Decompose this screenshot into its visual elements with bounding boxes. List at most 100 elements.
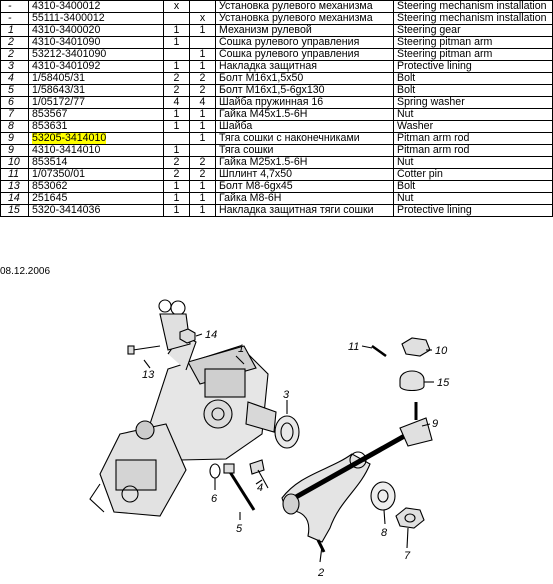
cell-en: Pitman arm rod [393,132,553,145]
cell-q2: 1 [189,120,216,133]
cell-q1: 1 [163,180,190,193]
cell-en: Cotter pin [393,168,553,181]
cell-ru: Сошка рулевого управления [215,36,394,49]
cell-q2: 1 [189,48,216,61]
callout-11: 11 [348,341,359,353]
cell-q1: 1 [163,36,190,49]
cell-code: 4310-3400020 [28,24,164,37]
nut-7-illustration [395,507,425,529]
cell-en: Nut [393,108,553,121]
cell-ru: Шайба [215,120,394,133]
cell-pos: 6 [0,96,29,109]
cell-q1: 1 [163,204,190,217]
cell-code: 853062 [28,180,164,193]
document-date: 08.12.2006 [0,266,51,277]
callout-4: 4 [257,482,263,494]
cell-pos: 13 [0,180,29,193]
assembly-drawing: 1 2 3 4 5 6 7 8 9 10 11 13 14 15 [89,299,450,579]
cell-en: Nut [393,156,553,169]
cell-ru: Болт М16х1,5-6gх130 [215,84,394,97]
cell-code: 853631 [28,120,164,133]
cell-q1: 2 [163,84,190,97]
cell-q2: 1 [189,204,216,217]
lining-15-illustration [399,370,425,392]
callout-8: 8 [381,527,388,539]
cell-q1: 1 [163,108,190,121]
cell-q2 [189,144,216,157]
cell-ru: Гайка М8-6Н [215,192,394,205]
cell-pos: 11 [0,168,29,181]
cell-code: 5320-3414036 [28,204,164,217]
cell-en: Steering mechanism installation [393,12,553,25]
cell-code: 1/05172/77 [28,96,164,109]
callout-9: 9 [432,418,438,430]
cell-code: 4310-3400012 [28,0,164,13]
cell-q2: 1 [189,180,216,193]
cell-code: 251645 [28,192,164,205]
pitman-rod-illustration [294,431,410,500]
cell-pos: 9 [0,132,29,145]
callout-1: 1 [238,343,244,355]
cell-code: 4310-3401090 [28,36,164,49]
cell-pos: 3 [0,60,29,73]
cell-q1 [163,48,190,61]
cell-code: 853514 [28,156,164,169]
cell-pos: 9 [0,144,29,157]
cell-q1: 2 [163,168,190,181]
cell-en: Protective lining [393,204,553,217]
bolt-5-illustration [228,471,256,511]
cell-pos: 1 [0,24,29,37]
steering-gear-illustration [149,299,277,461]
cell-q1 [163,12,190,25]
cell-q1: 2 [163,156,190,169]
cell-pos: - [0,12,29,25]
lining-3-illustration [274,415,300,449]
cell-ru: Болт М8-6gх45 [215,180,394,193]
callout-13: 13 [142,369,155,381]
cell-pos: 5 [0,84,29,97]
cell-en: Steering pitman arm [393,36,553,49]
callout-6: 6 [211,493,218,505]
cell-ru: Механизм рулевой [215,24,394,37]
cell-code: 53205-3414010 [28,132,164,145]
cell-code: 853567 [28,108,164,121]
callout-10: 10 [435,345,448,357]
cell-code: 4310-3414010 [28,144,164,157]
callout-7: 7 [404,550,411,562]
cell-pos: 2 [0,48,29,61]
cell-code: 55111-3400012 [28,12,164,25]
cell-pos: - [0,0,29,13]
cell-q2: 4 [189,96,216,109]
cell-q2: 1 [189,24,216,37]
cell-en: Steering gear [393,24,553,37]
cell-q2: 1 [189,108,216,121]
cell-code: 1/58405/31 [28,72,164,85]
cell-en: Spring washer [393,96,553,109]
cell-code: 53212-3401090 [28,48,164,61]
valve-block-illustration [89,420,187,517]
cell-pos: 8 [0,120,29,133]
cell-q1: 1 [163,192,190,205]
callout-14: 14 [205,329,217,341]
bolt-13-illustration [132,345,161,351]
cell-q1: 1 [163,144,190,157]
cell-q1: 4 [163,96,190,109]
washer-8-illustration [370,481,396,511]
cell-q2 [189,36,216,49]
cell-q1: x [163,0,190,13]
cell-q2: x [189,12,216,25]
cell-pos: 14 [0,192,29,205]
cell-ru: Установка рулевого механизма [215,12,394,25]
cell-pos: 7 [0,108,29,121]
